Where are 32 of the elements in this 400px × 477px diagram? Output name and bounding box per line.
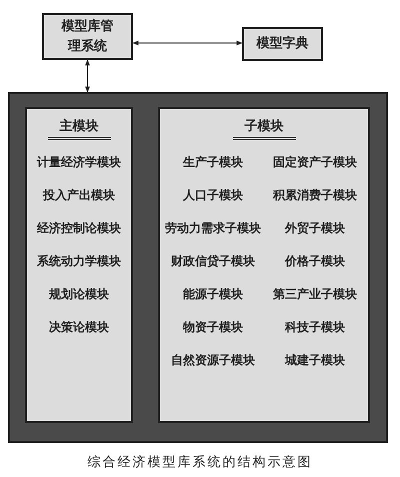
module-label: 人口子模块 (182, 187, 244, 204)
box-label: 模型字典 (256, 34, 308, 53)
module-label: 积累消费子模块 (272, 187, 358, 204)
module-label: 科技子模块 (284, 319, 346, 336)
module-label: 财政信贷子模块 (170, 253, 256, 270)
system-box (42, 13, 133, 60)
module-label: 城建子模块 (284, 352, 346, 369)
module-label: 经济控制论模块 (36, 220, 122, 237)
caption: 综合经济模型库系统的结构示意图 (88, 454, 312, 472)
system-box (242, 27, 323, 61)
module-label: 劳动力需求子模块 (164, 220, 262, 237)
panel-heading: 主模块 (48, 117, 110, 140)
module-label: 第三产业子模块 (272, 286, 358, 303)
module-label: 生产子模块 (182, 154, 244, 171)
module-label: 自然资源子模块 (170, 352, 256, 369)
module-label: 外贸子模块 (284, 220, 346, 237)
module-label: 计量经济学模块 (36, 154, 122, 171)
module-label: 能源子模块 (182, 286, 244, 303)
box-label: 模型库管理系统 (60, 18, 114, 56)
module-label: 规划论模块 (48, 286, 110, 303)
outer-frame (8, 92, 388, 443)
module-label: 系统动力学模块 (36, 253, 122, 270)
module-label: 物资子模块 (182, 319, 244, 336)
module-panel (158, 107, 370, 423)
arrow (132, 40, 243, 46)
module-label: 投入产出模块 (42, 187, 116, 204)
arrow (85, 59, 90, 93)
module-label: 固定资产子模块 (272, 154, 358, 171)
module-panel (25, 107, 133, 423)
module-label: 决策论模块 (48, 319, 110, 336)
module-label: 价格子模块 (284, 253, 346, 270)
panel-heading: 子模块 (232, 117, 296, 140)
